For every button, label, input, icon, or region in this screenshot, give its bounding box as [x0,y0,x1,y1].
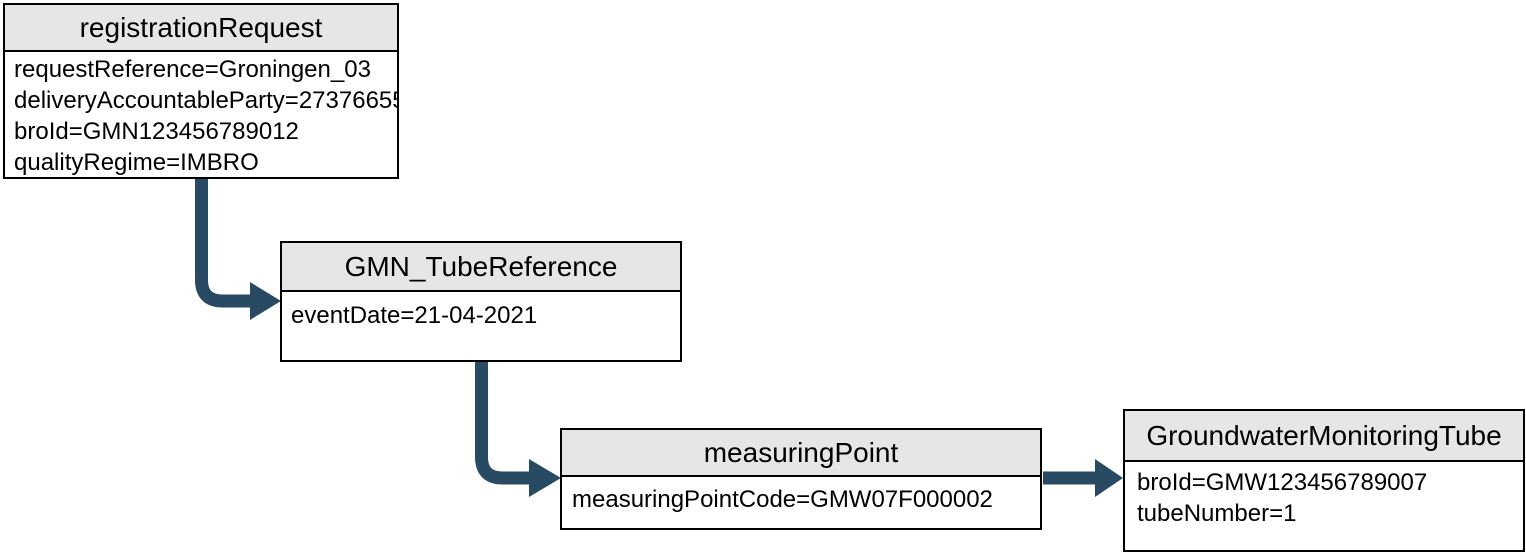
node-gmn-tube-reference: GMN_TubeReference eventDate=21-04-2021 [280,241,682,362]
node-title: GroundwaterMonitoringTube [1125,411,1523,462]
arrow-elbow-line [475,361,530,485]
node-measuring-point: measuringPoint measuringPointCode=GMW07F… [560,428,1042,530]
node-attributes: measuringPointCode=GMW07F000002 [562,477,1040,528]
attribute-bro-id: broId=GMW123456789007 [1137,469,1428,496]
attribute-delivery-accountable-party: deliveryAccountableParty=27376655 [14,87,397,114]
node-registration-request: registrationRequest requestReference=Gro… [3,3,399,179]
node-title: measuringPoint [562,430,1040,477]
node-attributes: eventDate=21-04-2021 [282,292,680,360]
attribute-tube-number: tubeNumber=1 [1137,500,1297,527]
arrowhead-icon [529,459,561,497]
attribute-request-reference: requestReference=Groningen_03 [14,56,371,83]
arrow-elbow-line [195,179,251,308]
node-title: GMN_TubeReference [282,243,680,292]
arrowhead-icon [1095,459,1123,497]
arrowhead-icon [250,282,281,320]
attribute-bro-id: broId=GMN123456789012 [14,118,299,145]
node-attributes: requestReference=Groningen_03 deliveryAc… [5,52,397,177]
arrow-measuringpoint-to-groundwatermonitoringtube [1043,459,1123,497]
attribute-event-date: eventDate=21-04-2021 [291,302,538,329]
attribute-measuring-point-code: measuringPointCode=GMW07F000002 [572,486,993,513]
arrow-registrationrequest-to-gmn-tubereference [195,179,281,320]
node-groundwater-monitoring-tube: GroundwaterMonitoringTube broId=GMW12345… [1123,409,1525,552]
attribute-quality-regime: qualityRegime=IMBRO [14,149,259,176]
arrow-gmn-tubereference-to-measuringpoint [475,361,561,497]
node-attributes: broId=GMW123456789007 tubeNumber=1 [1125,462,1523,548]
node-title: registrationRequest [5,5,397,52]
